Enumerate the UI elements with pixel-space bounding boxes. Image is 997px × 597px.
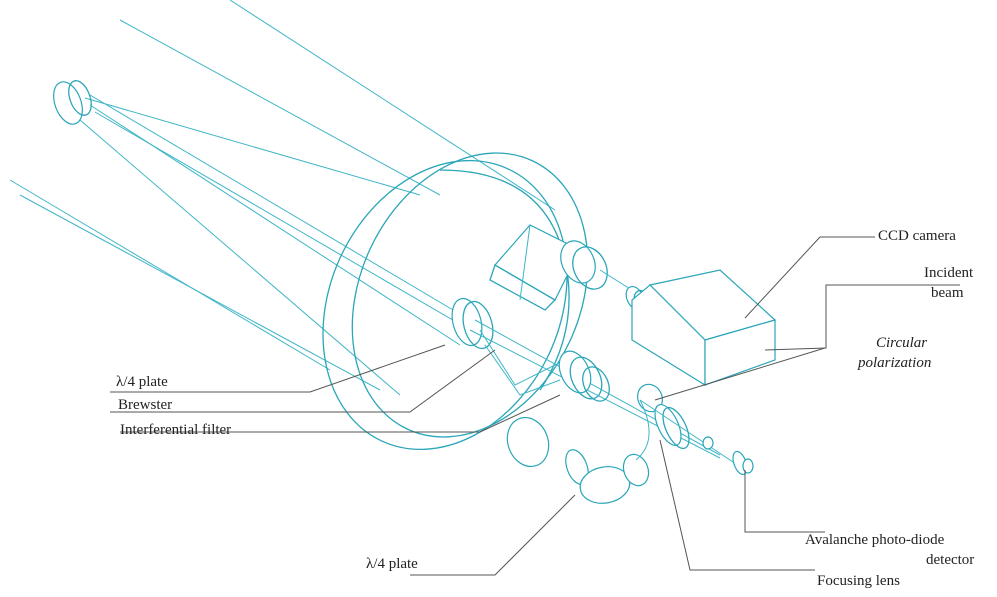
label-circular-line1: Circular	[876, 335, 928, 351]
label-incident-beam-line1: Incident	[924, 265, 974, 281]
label-qwp-lower: λ/4 plate	[366, 556, 418, 572]
label-interferential-filter: Interferential filter	[120, 422, 232, 438]
label-focusing-lens: Focusing lens	[817, 573, 900, 589]
label-qwp-upper: λ/4 plate	[116, 374, 168, 390]
leader-lines	[110, 236, 960, 576]
ccd-camera-box	[631, 269, 777, 387]
label-apd-line2: detector	[926, 552, 975, 568]
label-brewster: Brewster	[118, 397, 173, 413]
secondary-mirror	[53, 80, 92, 125]
label-circular-line2: polarization	[858, 355, 932, 371]
lower-lens-group	[506, 399, 650, 504]
right-optics	[637, 383, 746, 471]
telescope-rays	[9, 0, 556, 396]
label-incident-beam-line2: beam	[931, 285, 964, 301]
label-apd-line1: Avalanche photo-diode	[805, 532, 945, 548]
primary-disc	[322, 152, 589, 451]
label-ccd-camera: CCD camera	[878, 228, 956, 244]
qwp-upper-lens	[451, 297, 494, 350]
apd-detector	[702, 436, 754, 476]
middle-lens	[558, 350, 610, 402]
